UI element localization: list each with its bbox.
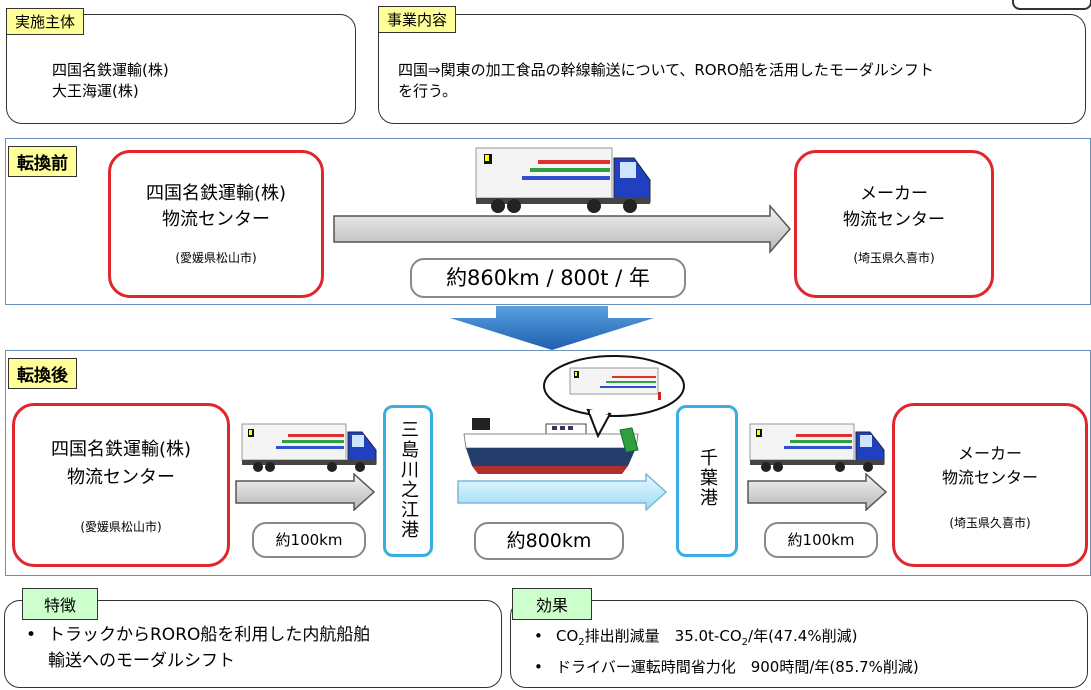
implementer-2: 大王海運(株) — [52, 82, 139, 100]
before-dest-name-2: 物流センター — [843, 210, 945, 230]
before-distance-pill: 約860km / 800t / 年 — [410, 258, 686, 298]
after-arrow-3 — [747, 473, 888, 511]
leg3-pill: 約100km — [764, 522, 878, 558]
before-arrow — [333, 204, 791, 254]
before-origin-name-2: 物流センター — [162, 209, 270, 230]
before-tag: 転換前 — [8, 146, 77, 177]
co2-sub-2: 2 — [741, 637, 749, 648]
after-dest-name-1: メーカー — [957, 444, 1022, 463]
co2-suffix: /年(47.4%削減) — [748, 627, 858, 645]
implementer-tag: 実施主体 — [6, 8, 85, 35]
implementer-1: 四国名鉄運輸(株) — [52, 61, 169, 79]
leg1-distance: 約100km — [275, 531, 343, 549]
co2-sub: 2 — [578, 637, 585, 648]
content-tag: 事業内容 — [378, 6, 457, 33]
port2-label: 千葉港 — [697, 448, 718, 508]
after-dest-loc: (埼玉県久喜市) — [949, 516, 1031, 530]
after-origin-name-2: 物流センター — [67, 467, 175, 488]
leg2-distance: 約800km — [506, 530, 592, 552]
effects-line-2: ドライバー運転時間省力化 900時間/年(85.7%削減) — [556, 658, 919, 676]
before-dest-box: メーカー 物流センター (埼玉県久喜市) — [794, 150, 994, 298]
content-line-2: を行う。 — [398, 82, 458, 100]
after-origin-name-1: 四国名鉄運輸(株) — [50, 439, 192, 460]
after-origin-box: 四国名鉄運輸(株) 物流センター (愛媛県松山市) — [12, 403, 230, 567]
co2-mid: 排出削減量 35.0t-CO — [584, 627, 742, 645]
after-arrow-1 — [235, 473, 376, 511]
implementer-list: 四国名鉄運輸(株) 大王海運(株) — [52, 60, 169, 102]
effects-item-co2: CO2排出削減量 35.0t-CO2/年(47.4%削減) — [528, 624, 919, 655]
after-dest-name-2: 物流センター — [941, 468, 1038, 487]
port1-label: 三島川之江港 — [398, 420, 419, 540]
port2-box: 千葉港 — [676, 405, 738, 557]
before-origin-box: 四国名鉄運輸(株) 物流センター (愛媛県松山市) — [108, 150, 324, 298]
before-origin-name-1: 四国名鉄運輸(株) — [145, 183, 287, 204]
truck-icon — [241, 423, 377, 472]
features-list: トラックからRORO船を利用した内航船舶 輸送へのモーダルシフト — [20, 622, 370, 674]
after-dest-box: メーカー 物流センター (埼玉県久喜市) — [892, 403, 1088, 567]
transition-arrow — [450, 306, 654, 350]
after-arrow-sea — [457, 473, 668, 511]
ship-icon — [463, 418, 639, 474]
truck-icon — [749, 423, 885, 472]
co2-prefix: CO — [556, 627, 579, 645]
features-tag: 特徴 — [22, 588, 98, 620]
port1-box: 三島川之江港 — [383, 405, 433, 557]
corner-badge — [1012, 0, 1091, 10]
effects-item-driver: ドライバー運転時間省力化 900時間/年(85.7%削減) — [528, 655, 919, 679]
truck-icon — [475, 147, 651, 213]
features-item: トラックからRORO船を利用した内航船舶 輸送へのモーダルシフト — [20, 622, 370, 674]
content-text: 四国⇒関東の加工食品の幹線輸送について、RORO船を活用したモーダルシフト を行… — [398, 60, 934, 102]
speech-bubble — [543, 355, 685, 438]
features-line-1: トラックからRORO船を利用した内航船舶 — [48, 625, 371, 645]
before-dest-name-1: メーカー — [860, 184, 928, 204]
after-origin-loc: (愛媛県松山市) — [80, 520, 162, 534]
features-line-2: 輸送へのモーダルシフト — [48, 651, 235, 671]
before-dest-loc: (埼玉県久喜市) — [853, 251, 935, 265]
before-origin-loc: (愛媛県松山市) — [175, 251, 257, 265]
leg1-pill: 約100km — [252, 522, 366, 558]
after-tag: 転換後 — [8, 358, 77, 389]
content-line-1: 四国⇒関東の加工食品の幹線輸送について、RORO船を活用したモーダルシフト — [398, 61, 934, 79]
before-distance: 約860km / 800t / 年 — [446, 266, 650, 290]
effects-list: CO2排出削減量 35.0t-CO2/年(47.4%削減) ドライバー運転時間省… — [528, 624, 919, 679]
leg3-distance: 約100km — [787, 531, 855, 549]
content-box — [378, 14, 1086, 124]
leg2-pill: 約800km — [474, 522, 624, 560]
effects-tag: 効果 — [512, 588, 592, 620]
